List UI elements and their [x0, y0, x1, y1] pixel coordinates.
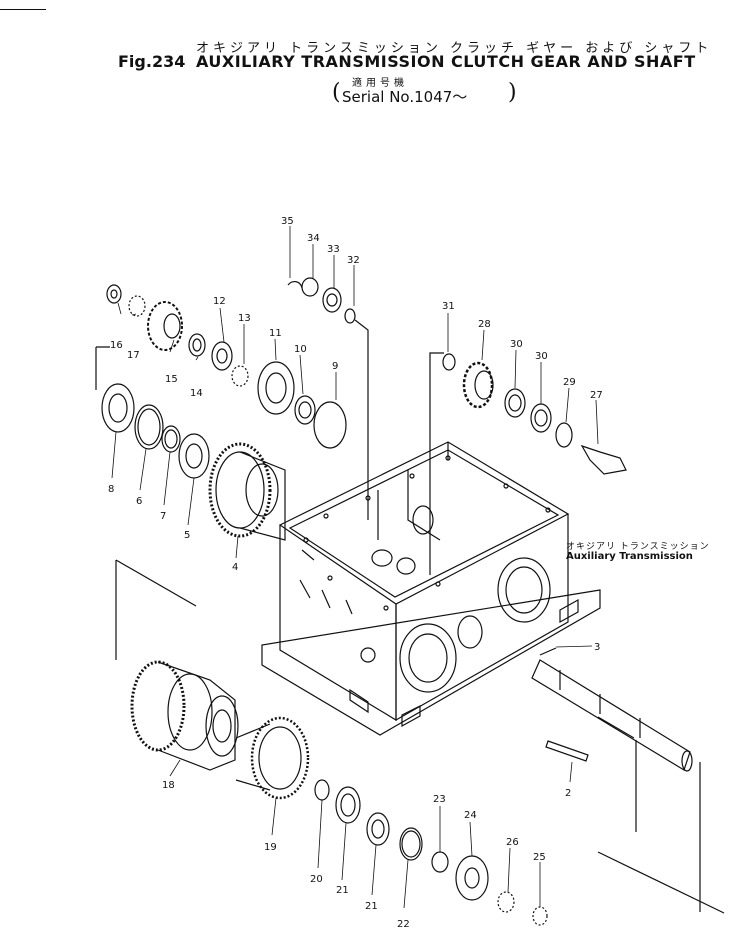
callout-22: 22	[397, 919, 410, 930]
callout-21-a: 21	[336, 885, 349, 896]
applicability-japanese: 適用号機	[352, 78, 408, 89]
title-japanese: オキジアリ トランスミッション クラッチ ギヤー および シャフト	[196, 41, 713, 56]
lower-row-parts	[314, 779, 548, 926]
callout-10: 10	[294, 344, 307, 355]
title-english: AUXILIARY TRANSMISSION CLUTCH GEAR AND S…	[196, 52, 696, 71]
callout-28: 28	[478, 319, 491, 330]
callout-21-b: 21	[365, 901, 378, 912]
callout-29: 29	[563, 377, 576, 388]
callout-33: 33	[327, 244, 340, 255]
callout-30-a: 30	[510, 339, 523, 350]
callout-12: 12	[213, 296, 226, 307]
serial-bracket-left: (	[332, 80, 341, 105]
upper-right-parts	[429, 352, 627, 575]
callout-11: 11	[269, 328, 282, 339]
callout-19: 19	[264, 842, 277, 853]
assembly-label-english: Auxiliary Transmission	[566, 551, 693, 562]
clutch-gear-4	[208, 442, 286, 541]
callout-23: 23	[433, 794, 446, 805]
upper-row-parts	[106, 277, 369, 520]
callout-30-b: 30	[535, 351, 548, 362]
callout-31: 31	[442, 301, 455, 312]
callout-15: 15	[165, 374, 178, 385]
callout-35: 35	[281, 216, 294, 227]
leader-lines	[111, 226, 599, 909]
serial-bracket-right: )	[508, 80, 517, 105]
callout-4: 4	[232, 562, 238, 573]
callout-8: 8	[108, 484, 114, 495]
callout-9: 9	[332, 361, 338, 372]
callout-6: 6	[136, 496, 142, 507]
serial-note: Serial No.1047～	[342, 88, 468, 106]
callout-13: 13	[238, 313, 251, 324]
callout-18: 18	[162, 780, 175, 791]
callout-24: 24	[464, 810, 477, 821]
callout-3: 3	[594, 642, 600, 653]
transmission-housing	[261, 441, 601, 736]
callout-20: 20	[310, 874, 323, 885]
corner-rule	[0, 9, 46, 10]
callout-25: 25	[533, 852, 546, 863]
callout-17: 17	[127, 350, 140, 361]
callout-14: 14	[190, 388, 203, 399]
callout-26: 26	[506, 837, 519, 848]
lower-clutch-assembly	[115, 559, 310, 800]
main-shaft	[531, 647, 725, 914]
upper-left-parts	[95, 346, 210, 479]
assembly-label-japanese: オキジアリ トランスミッション	[566, 542, 710, 552]
callout-5: 5	[184, 530, 190, 541]
callout-34: 34	[307, 233, 320, 244]
callout-2: 2	[565, 788, 571, 799]
figure-number: Fig.234	[118, 52, 186, 71]
callout-labels: 35 34 33 32 16 17 15 14 12 13 11 10 9 31…	[108, 216, 603, 930]
callout-7: 7	[160, 511, 166, 522]
callout-27: 27	[590, 390, 603, 401]
callout-16: 16	[110, 340, 123, 351]
callout-32: 32	[347, 255, 360, 266]
